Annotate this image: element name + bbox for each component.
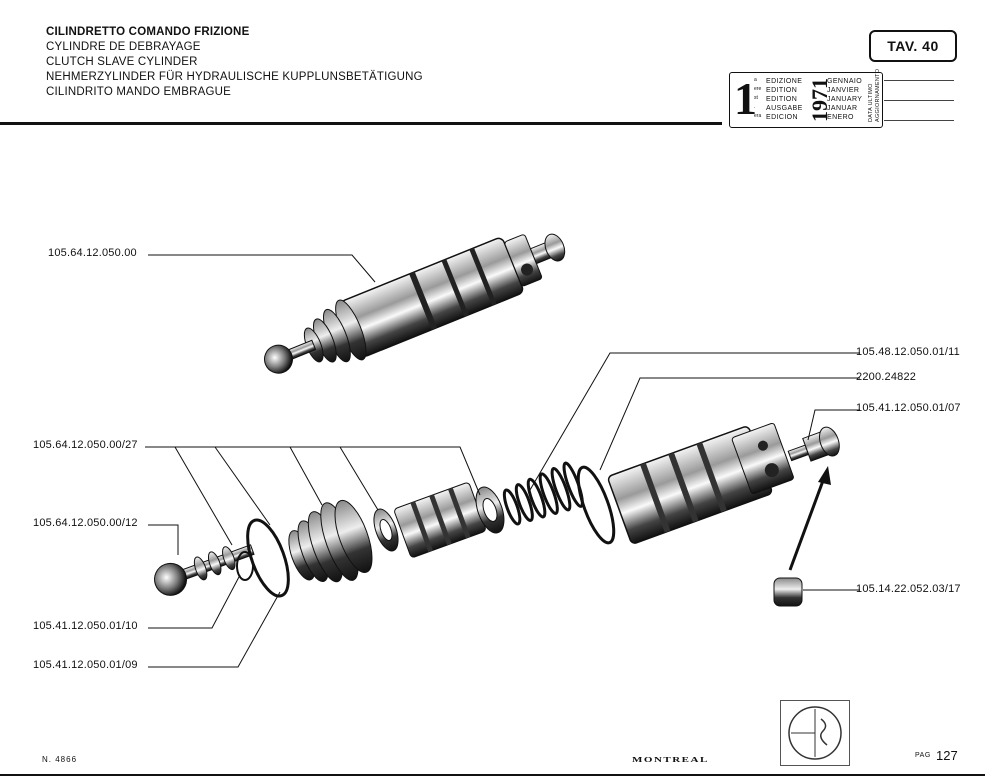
alfa-romeo-logo xyxy=(780,700,850,766)
bleed-screw xyxy=(787,426,840,462)
title-italian: CILINDRETTO COMANDO FRIZIONE xyxy=(46,26,250,38)
title-block: CILINDRETTO COMANDO FRIZIONE CYLINDRE DE… xyxy=(46,25,423,100)
part-number: 105.48.12.050.01/11 xyxy=(856,346,960,358)
part-number: 2200.24822 xyxy=(856,371,917,383)
page-label: PAG xyxy=(915,752,931,759)
edition-suffixes: a ere st . era xyxy=(754,77,762,119)
part-number: 105.41.12.050.01/09 xyxy=(33,659,138,671)
small-ring xyxy=(236,551,254,581)
edition-number: 1 xyxy=(734,73,757,124)
table-reference: TAV. 40 xyxy=(869,30,957,62)
cup-seal xyxy=(475,486,505,534)
clip-ring xyxy=(246,518,290,598)
title-french: CYLINDRE DE DEBRAYAGE xyxy=(46,41,201,53)
title-spanish: CILINDRITO MANDO EMBRAGUE xyxy=(46,86,231,98)
dust-cap xyxy=(773,577,803,607)
title-german: NEHMERZYLINDER FÜR HYDRAULISCHE KUPPLUNS… xyxy=(46,71,423,83)
exploded-parts xyxy=(154,422,840,607)
part-number: 105.14.22.052.03/17 xyxy=(856,583,961,595)
rubber-boot xyxy=(288,499,373,583)
assembled-cylinder xyxy=(264,233,566,374)
document-number: N. 4866 xyxy=(42,755,78,764)
part-number: 105.64.12.050.00/12 xyxy=(33,517,138,529)
assembly-arrow xyxy=(788,477,826,571)
part-number: 105.41.12.050.01/10 xyxy=(33,620,138,632)
edition-months: GENNAIO JANVIER JANUARY JANUAR ENERO xyxy=(827,78,863,121)
update-line xyxy=(884,100,954,101)
cylinder-body xyxy=(607,422,794,544)
push-rod xyxy=(154,544,255,596)
part-number: 105.41.12.050.01/07 xyxy=(856,402,961,414)
footer-rule xyxy=(0,774,985,776)
part-number: 105.64.12.050.00/27 xyxy=(33,439,138,451)
part-number: 105.64.12.050.00 xyxy=(48,247,137,259)
update-line xyxy=(884,120,954,121)
arrow-head xyxy=(818,466,831,485)
title-english: CLUTCH SLAVE CYLINDER xyxy=(46,56,198,68)
piston xyxy=(394,482,486,558)
header-rule xyxy=(0,122,722,125)
edition-labels: EDIZIONE EDITION EDITION AUSGABE EDICION xyxy=(766,78,803,121)
update-line xyxy=(884,80,954,81)
circlip xyxy=(576,465,616,545)
edition-box xyxy=(729,72,883,128)
leader-lines xyxy=(145,254,860,668)
brand-name: MONTREAL xyxy=(632,755,709,765)
seal-ring xyxy=(373,508,399,552)
spring xyxy=(502,461,584,526)
page-number: 127 xyxy=(936,748,958,763)
